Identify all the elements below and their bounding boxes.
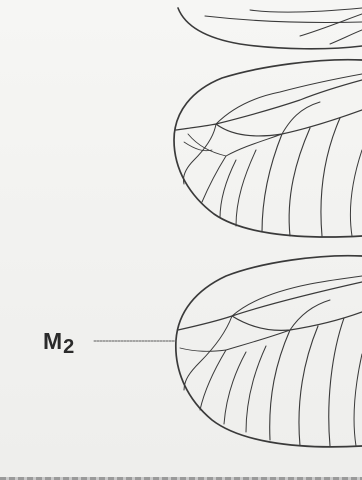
lower-hindwing: [176, 256, 362, 447]
upper-hindwing: [174, 60, 362, 237]
upper-forewing: [178, 8, 362, 49]
vein-label-subscript: 2: [63, 336, 75, 358]
vein-label-main: M: [43, 328, 63, 354]
vein-label-m2: M2: [43, 328, 75, 359]
